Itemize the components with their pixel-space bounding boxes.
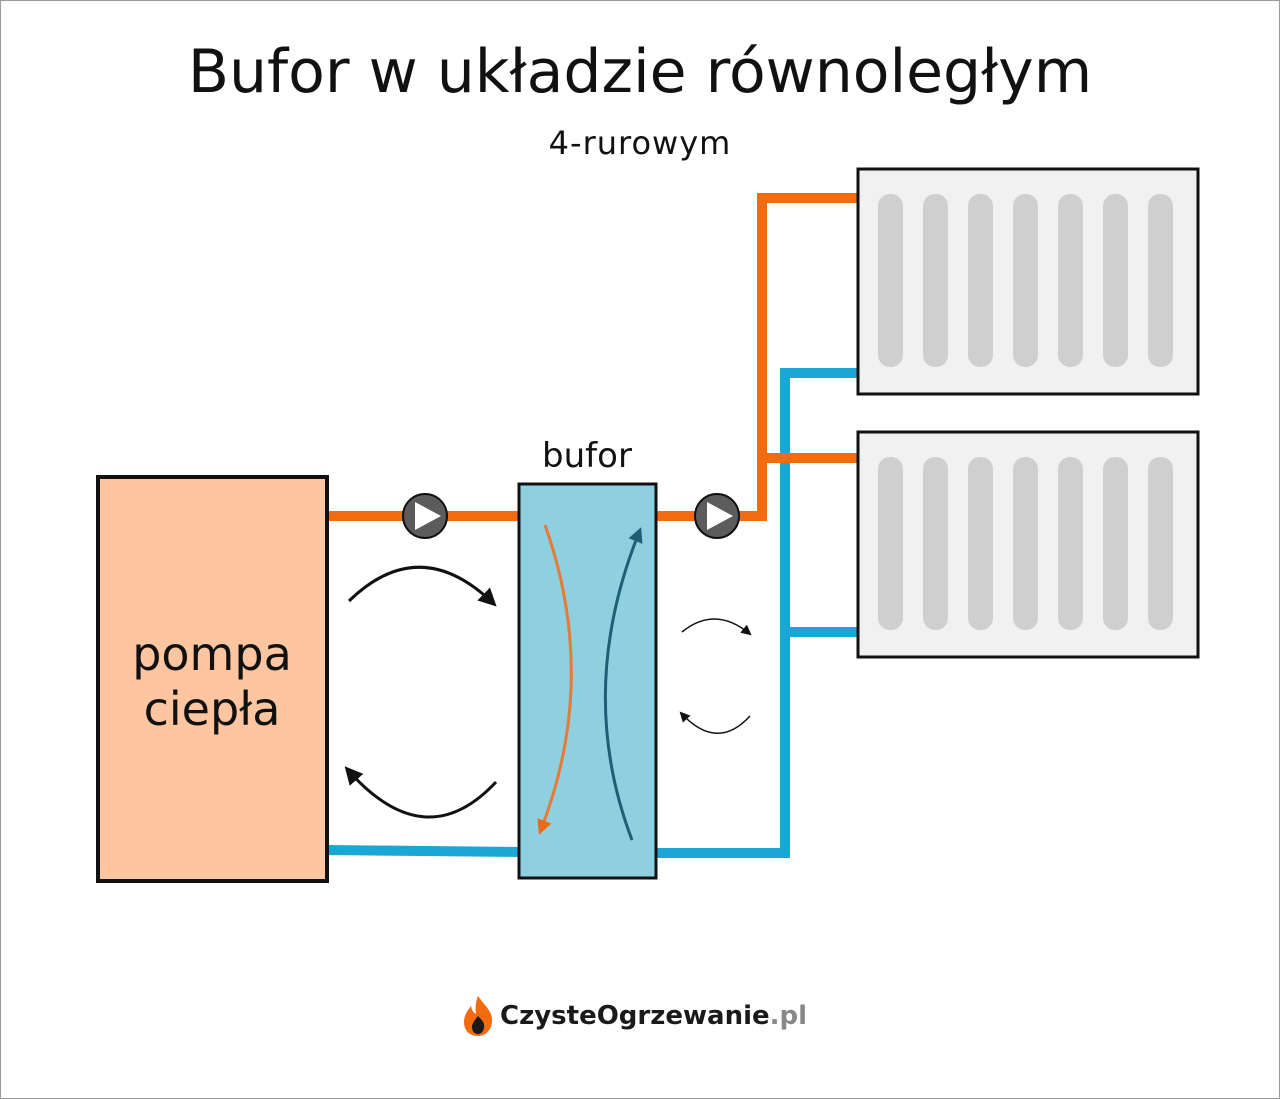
buffer-label: bufor (542, 436, 632, 476)
circulation-pump-icon (402, 493, 448, 539)
supply-circulation-arrow (347, 565, 497, 607)
radiator-top (856, 167, 1200, 396)
cold-pipe-pump-to-buffer (326, 845, 520, 857)
page-title: Bufor w układzie równoległym (187, 37, 1093, 107)
cold-pipe-buffer-to-radiator-top (656, 368, 858, 858)
flame-icon (464, 996, 493, 1036)
brand-logo: CzysteOgrzewanie.pl (462, 994, 807, 1038)
return-circulation-arrow (344, 766, 498, 819)
heat-pump-label-line2: ciepła (144, 682, 281, 736)
logo-tld: .pl (769, 1001, 808, 1031)
hot-pipe-buffer-to-radiator-top (656, 193, 858, 521)
page-subtitle: 4-rurowym (548, 124, 732, 162)
heat-pump: pompa ciepła (96, 475, 329, 883)
buffer-tank: bufor (517, 436, 658, 880)
buffer-hot-flow-arrow (537, 524, 573, 835)
heat-pump-label-line1: pompa (132, 627, 292, 681)
radiator-supply-small-arrow (681, 618, 752, 636)
circulation-pump-icon (694, 493, 740, 539)
radiator-bottom (856, 430, 1200, 659)
logo-name: CzysteOgrzewanie (500, 1001, 770, 1031)
radiator-return-small-arrow (679, 711, 751, 734)
buffer-cold-flow-arrow (603, 527, 643, 841)
cold-return-pipes (326, 368, 858, 858)
